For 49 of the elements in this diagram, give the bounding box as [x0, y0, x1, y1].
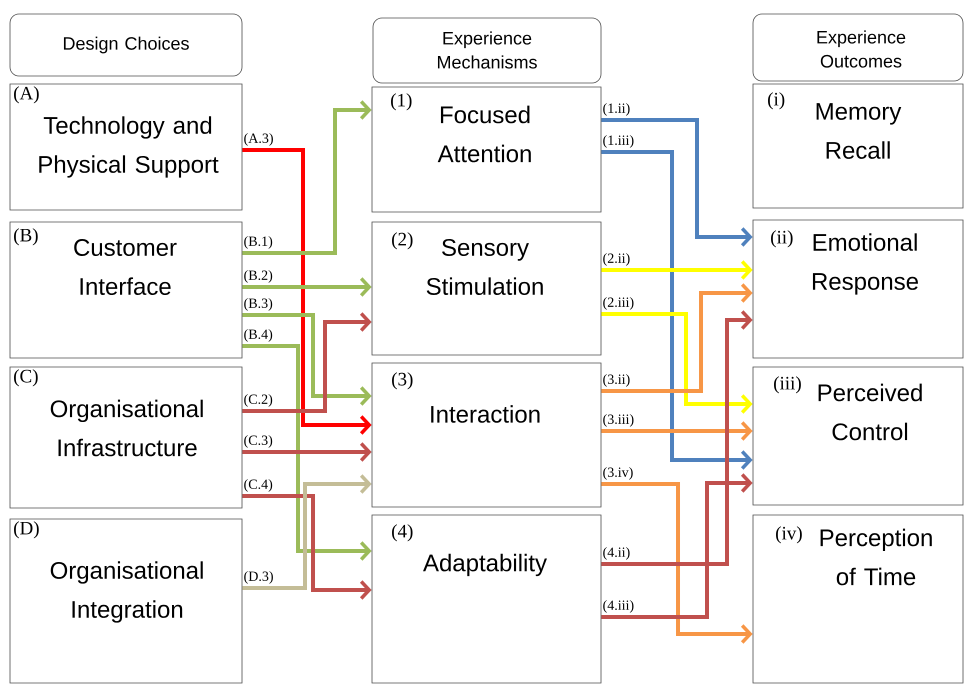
category-box: (A) Technology and Physical Support — [10, 84, 242, 210]
edge-label: (B.1) — [242, 235, 274, 250]
arrow — [601, 482, 753, 644]
edge-label: (3.iii) — [602, 413, 636, 428]
category-box: (i) Memory Recall — [752, 84, 964, 208]
edge-label: (1.ii) — [602, 102, 632, 117]
edge-label: (D.3) — [242, 570, 275, 585]
category-box: (C) Organisational Infrastructure — [10, 366, 242, 508]
category-box: (ii) Emotional Response — [752, 220, 964, 358]
category-box: (iv) Perception of Time — [752, 514, 964, 684]
edge-label: (4.iii) — [602, 599, 636, 614]
column-heading-box: Experience Mechanisms — [372, 18, 602, 84]
category-box: (2) Sensory Stimulation — [372, 222, 602, 356]
arrow — [242, 148, 372, 435]
edge-label: (C.4) — [242, 478, 274, 493]
edge-label: (C.3) — [242, 434, 274, 449]
category-box: (4) Adaptability — [372, 514, 602, 684]
arrow — [601, 473, 753, 619]
arrow — [601, 310, 753, 566]
edge-label: (B.4) — [242, 328, 274, 343]
arrow — [242, 494, 372, 600]
column-heading-box: Design Choices — [10, 14, 242, 76]
arrow — [242, 344, 372, 561]
arrow — [601, 118, 753, 247]
edge-label: (2.iii) — [602, 296, 636, 311]
edge-label: (A.3) — [242, 132, 275, 147]
column-heading-box: Experience Outcomes — [752, 14, 964, 82]
edge-label: (4.ii) — [602, 546, 632, 561]
arrow — [601, 421, 753, 441]
arrow — [242, 277, 372, 297]
edge-label: (3.iv) — [602, 466, 634, 481]
edge-label: (2.ii) — [602, 252, 632, 267]
arrow — [601, 283, 753, 393]
edge-label: (C.2) — [242, 393, 274, 408]
arrow — [242, 442, 372, 462]
category-box: (B) Customer Interface — [10, 222, 242, 358]
arrow — [242, 100, 372, 255]
arrow — [242, 474, 372, 590]
arrow — [601, 312, 753, 414]
edge-label: (1.iii) — [602, 134, 636, 149]
arrow — [601, 260, 753, 280]
category-box: (3) Interaction — [372, 362, 602, 508]
edge-label: (3.ii) — [602, 373, 632, 388]
category-box: (D) Organisational Integration — [10, 518, 242, 684]
category-box: (iii) Perceived Control — [752, 366, 964, 506]
category-box: (1) Focused Attention — [372, 86, 602, 212]
edge-label: (B.2) — [242, 269, 274, 284]
edge-label: (B.3) — [242, 297, 274, 312]
arrow — [601, 150, 753, 470]
